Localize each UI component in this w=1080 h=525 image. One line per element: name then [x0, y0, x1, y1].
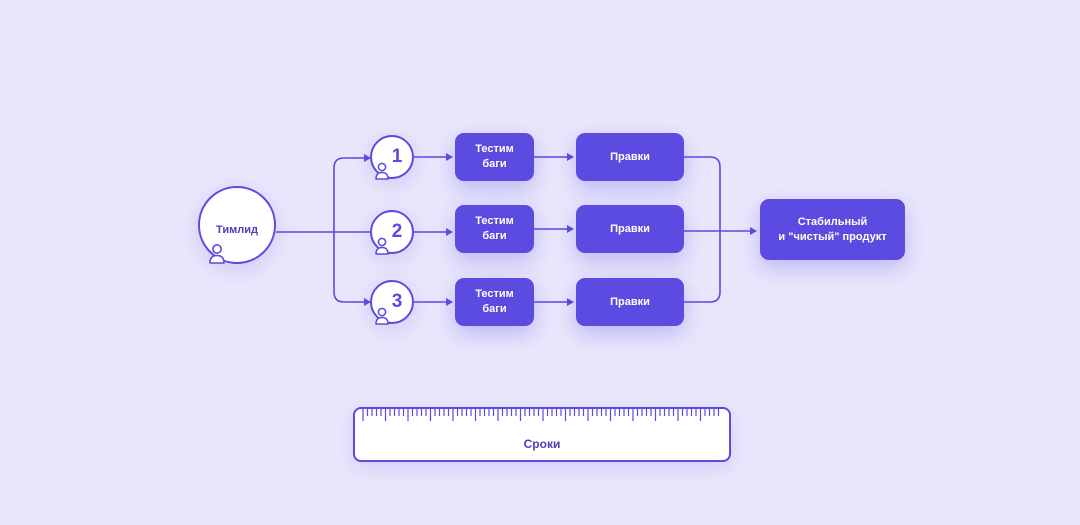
user-icon: [375, 307, 389, 325]
test-bugs-box-3: Тестим баги: [455, 278, 534, 326]
team-number: 3: [391, 291, 403, 312]
team-number: 2: [391, 221, 403, 242]
branch-connector-3: [333, 232, 371, 306]
test-bugs-label: Тестим баги: [475, 215, 514, 242]
branch-connector-1: [333, 154, 371, 232]
edits-label: Правки: [610, 222, 650, 235]
result-label: Стабильный и "чистый" продукт: [778, 215, 887, 243]
test-bugs-label: Тестим баги: [475, 143, 514, 170]
test-bugs-label: Тестим баги: [475, 288, 514, 315]
merge-connector-3: [684, 231, 721, 303]
edits-label: Правки: [610, 295, 650, 308]
team-node-1: 1: [370, 135, 414, 180]
edits-box-2: Правки: [576, 205, 684, 253]
user-icon: [209, 244, 225, 264]
ruler-icon: [362, 409, 720, 421]
team-node-3: 3: [370, 280, 414, 325]
test-bugs-box-2: Тестим баги: [455, 205, 534, 253]
result-box: Стабильный и "чистый" продукт: [760, 199, 905, 260]
edits-label: Правки: [610, 150, 650, 163]
edits-box-1: Правки: [576, 133, 684, 181]
timeline-ruler: Сроки: [353, 407, 731, 462]
user-icon: [375, 162, 389, 180]
merge-connector-1: [684, 156, 721, 231]
edits-box-3: Правки: [576, 278, 684, 326]
team-node-2: 2: [370, 210, 414, 255]
user-icon: [375, 237, 389, 255]
team-lead-node: Тимлид: [198, 186, 276, 264]
test-bugs-box-1: Тестим баги: [455, 133, 534, 181]
timeline-label: Сроки: [523, 437, 561, 451]
team-lead-label: Тимлид: [216, 224, 258, 236]
team-number: 1: [391, 146, 403, 167]
